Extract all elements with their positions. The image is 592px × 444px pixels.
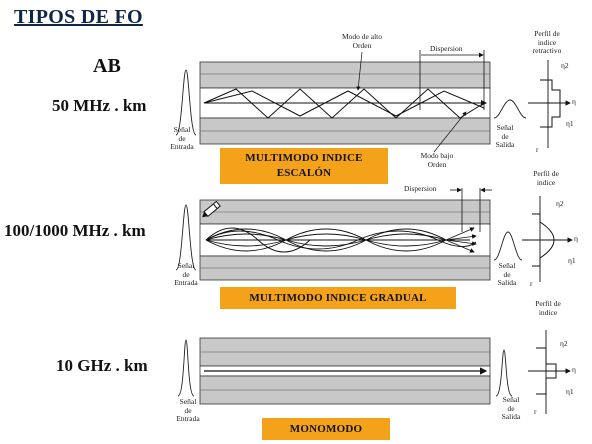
eta1-label-2: η1 [568,256,576,265]
fiber-type-single-mode: MONOMODO [262,418,390,440]
index-profile-label-3: Perfil de indice [535,299,561,317]
input-signal-label-2: Señal de Entrada [174,261,198,287]
high-order-mode-label: Modo de alto Orden [342,32,382,50]
output-signal-label-3: Señal de Salida [501,395,521,421]
graded-index-fiber [175,187,573,282]
pencil-icon [202,200,221,218]
page-title: TIPOS DE FO [14,6,143,28]
bandwidth-heading: AB [93,55,121,77]
index-profile-label-1: Perfil de indice retractivo [532,29,562,55]
eta-label-3: η [572,365,576,374]
eta2-label-1: η2 [561,61,569,70]
output-signal-label-2: Señal de Salida [497,261,517,287]
fiber-type-step-index: MULTIMODO INDICE ESCALÓN [220,148,388,184]
bandwidth-step-index: 50 MHz . km [52,96,147,115]
index-profile-label-2: Perfil de indice [533,169,559,187]
low-order-mode-label: Modo bajo Orden [420,151,454,169]
eta-label-1: η [572,97,576,106]
dispersion-label-1: Dispersion [430,44,463,53]
step-index-fiber [175,50,571,153]
r-label-2: r [530,279,533,288]
fiber-type-graded-index: MULTIMODO INDICE GRADUAL [220,287,456,309]
bandwidth-single-mode: 10 GHz . km [56,356,148,375]
r-label-3: r [534,407,537,416]
input-signal-label-1: Señal de Entrada [170,125,194,151]
dispersion-label-2: Dispersion [404,184,437,193]
input-signal-label-3: Señal de Entrada [176,397,200,423]
eta2-label-2: η2 [556,199,564,208]
output-signal-label-1: Señal de Salida [495,123,515,149]
eta1-label-3: η1 [566,387,574,396]
eta-label-2: η [574,234,578,243]
eta1-label-1: η1 [566,119,574,128]
eta2-label-3: η2 [560,339,568,348]
single-mode-fiber [177,330,571,414]
r-label-1: r [536,145,539,154]
bandwidth-graded-index: 100/1000 MHz . km [4,221,146,240]
